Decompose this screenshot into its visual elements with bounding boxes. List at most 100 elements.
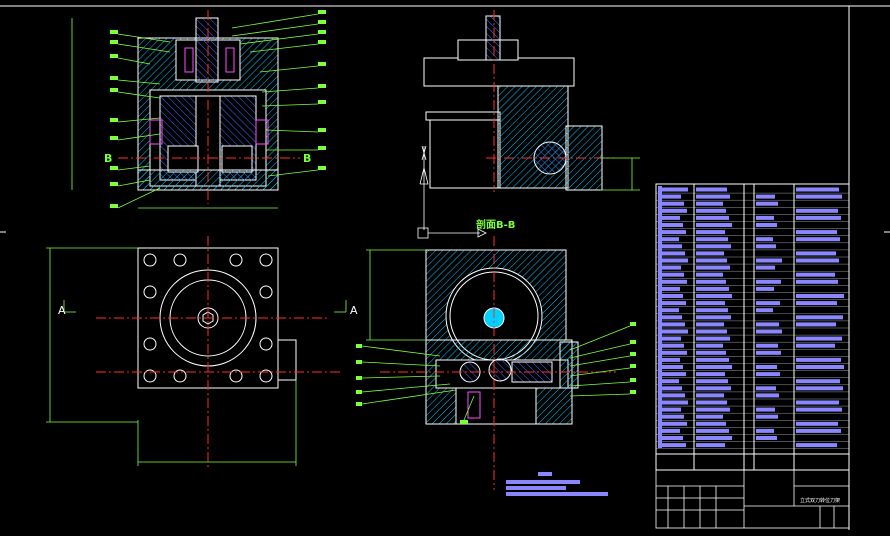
bom-cell — [756, 237, 773, 242]
bom-cell — [658, 230, 686, 235]
bom-cell — [696, 400, 727, 405]
bom-cell — [658, 194, 681, 199]
bom-cell — [796, 258, 839, 263]
bom-cell — [658, 386, 682, 391]
bom-cell — [756, 343, 778, 348]
bom-cell — [696, 350, 726, 355]
bom-cell — [756, 258, 782, 263]
bom-cell — [756, 329, 782, 334]
bom-cell — [658, 201, 684, 206]
bom-cell — [658, 357, 680, 362]
bom-cell — [796, 407, 842, 412]
bom-cell — [658, 272, 684, 277]
bom-cell — [658, 294, 683, 298]
bom-cell — [658, 215, 680, 220]
bom-cell — [696, 201, 723, 206]
bom-cell — [658, 301, 686, 306]
bom-cell — [796, 194, 842, 199]
bom-cell — [756, 372, 780, 377]
bom-cell — [658, 343, 684, 348]
bom-cell — [796, 294, 844, 298]
bom-cell — [658, 187, 688, 192]
bom-cell — [696, 336, 730, 341]
bom-cell — [658, 223, 683, 227]
bom-cell — [756, 393, 779, 398]
bom-cell — [756, 414, 778, 419]
section-b-left-label: B — [104, 152, 113, 165]
bom-cell — [696, 279, 726, 284]
bom-cell — [696, 301, 725, 306]
bom-cell — [756, 301, 780, 306]
bom-cell — [756, 322, 779, 327]
bom-cell — [796, 272, 835, 277]
bom-cell — [796, 336, 842, 341]
bom-cell — [658, 286, 680, 291]
bom-cell — [658, 322, 685, 327]
bom-cell — [756, 286, 774, 291]
bom-cell — [756, 350, 781, 355]
technical-requirements-note — [504, 472, 608, 500]
bom-cell — [796, 251, 836, 256]
bom-cell — [696, 428, 729, 433]
bom-cell — [658, 315, 682, 320]
bom-cell — [756, 244, 776, 249]
bom-cell — [696, 414, 723, 419]
bom-cell — [658, 237, 679, 242]
bom-cell — [658, 329, 688, 334]
bom-cell — [696, 379, 728, 384]
bom-cell — [658, 379, 679, 384]
bom-cell — [696, 258, 727, 263]
bom-cell — [756, 428, 774, 433]
bom-cell — [796, 230, 837, 235]
bom-cell — [658, 443, 686, 448]
front-section-view — [71, 10, 326, 209]
bom-cell — [696, 187, 727, 192]
bom-cell — [658, 400, 688, 405]
bom-cell — [696, 230, 725, 235]
bom-cell — [796, 379, 840, 384]
section-bb-view — [356, 236, 636, 490]
bom-cell — [696, 208, 726, 213]
bom-cell — [756, 215, 774, 220]
parts-list-table — [655, 183, 850, 471]
bom-cell — [658, 421, 687, 426]
bom-cell — [796, 428, 841, 433]
bom-cell — [658, 208, 687, 213]
bom-cell — [796, 443, 837, 448]
bom-cell — [696, 329, 727, 334]
bom-cell — [696, 436, 732, 440]
bom-cell — [756, 407, 775, 412]
bom-cell — [796, 187, 839, 192]
bom-cell — [658, 428, 680, 433]
bom-cell — [658, 251, 685, 256]
bom-cell — [696, 215, 729, 220]
bom-cell — [696, 322, 724, 327]
bom-cell — [696, 315, 731, 320]
top-view — [46, 236, 347, 470]
bom-cell — [696, 343, 723, 348]
bom-cell — [756, 279, 781, 284]
bom-cell — [756, 365, 777, 369]
bom-cell — [696, 244, 731, 249]
bom-cell — [696, 421, 726, 426]
bom-cell — [696, 286, 729, 291]
bom-cell — [658, 265, 681, 270]
bom-cell — [796, 421, 838, 426]
section-a-right-label: A — [350, 304, 358, 317]
bom-cell — [696, 393, 724, 398]
bom-index-column — [658, 186, 662, 448]
bom-cell — [696, 251, 724, 256]
bom-cell — [796, 279, 838, 284]
bom-cell — [796, 400, 839, 405]
bom-cell — [696, 265, 730, 270]
bom-cell — [658, 393, 685, 398]
bom-cell — [696, 272, 723, 277]
bom-cell — [658, 308, 679, 313]
bom-cell — [658, 414, 684, 419]
drawing-name: 立式双刀转位刀架 — [800, 498, 841, 504]
bom-cell — [696, 372, 725, 377]
bom-cell — [796, 343, 835, 348]
bom-cell — [696, 443, 725, 448]
bom-cell — [796, 315, 843, 320]
